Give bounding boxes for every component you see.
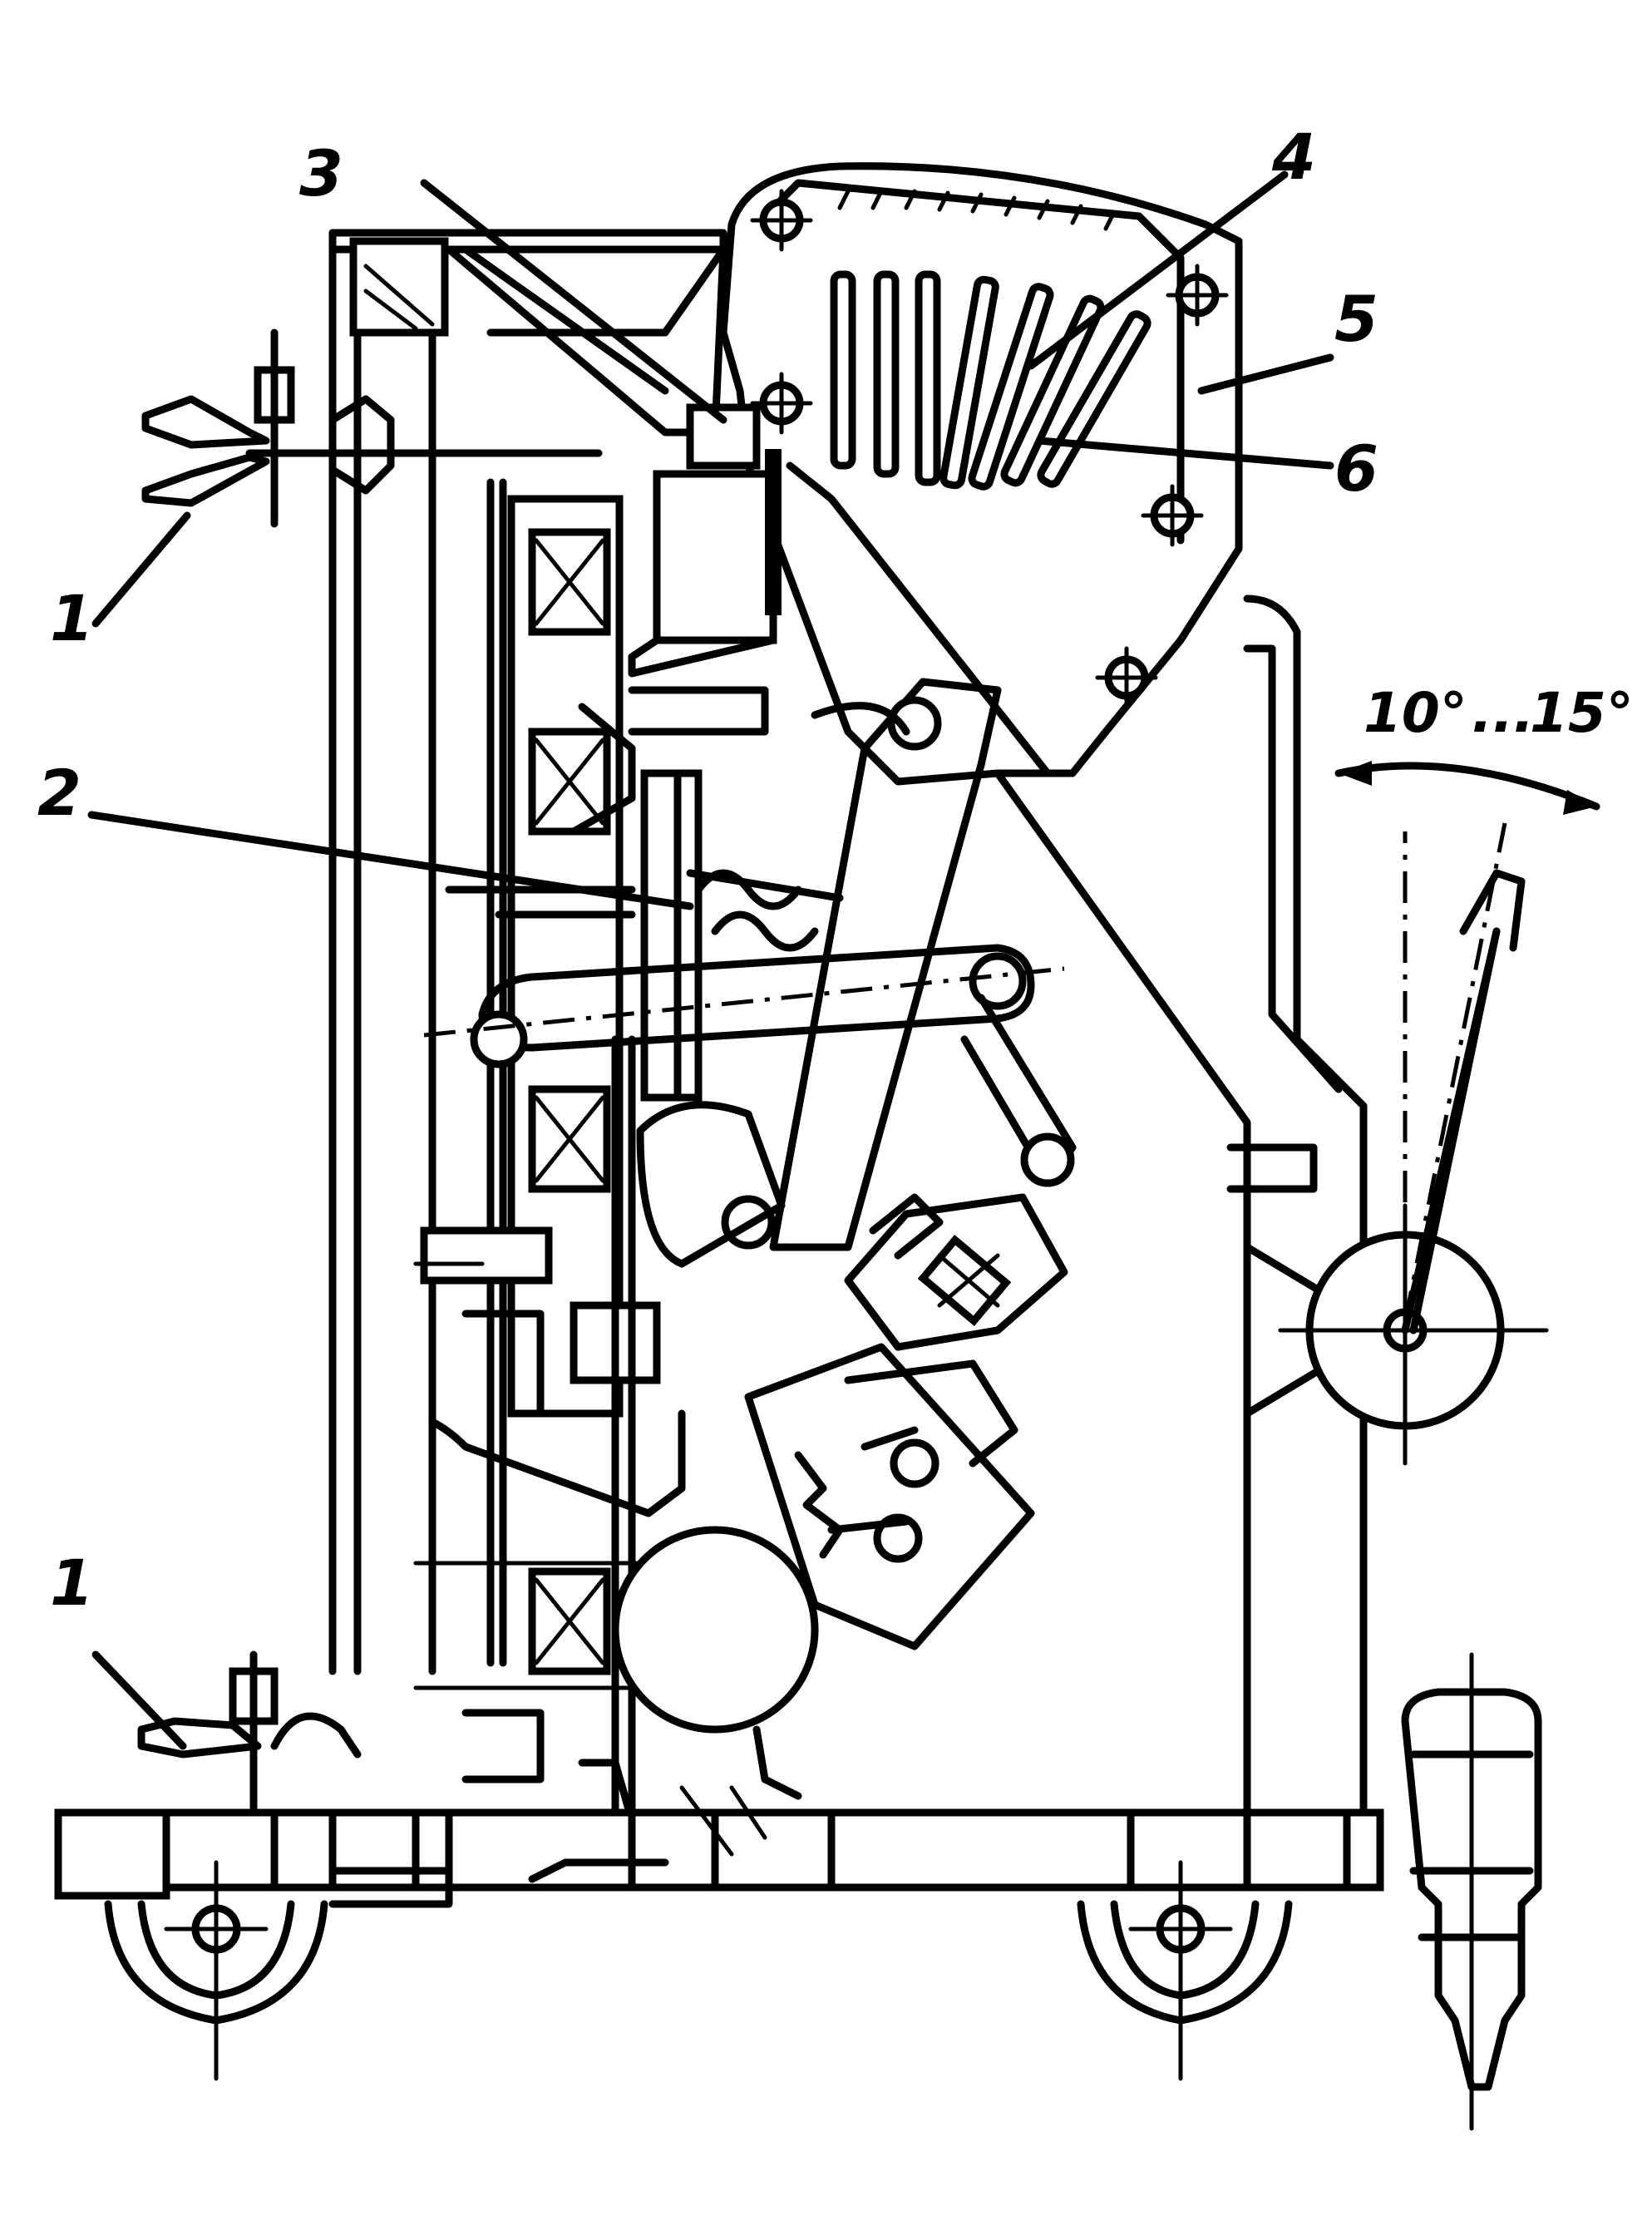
base-trolley [54,1785,1384,2081]
leader-lines [87,170,1334,1750]
label-5: 5 [1334,282,1378,356]
leader-5 [1197,353,1334,395]
arc-chute [719,162,1243,786]
leader-3 [420,179,727,424]
angle-label-sep: ... [1472,681,1534,745]
left-wheel [104,1860,328,2081]
lower-terminal [137,1650,362,1833]
leader-1-top [91,511,191,628]
label-1-bottom: 1 [50,1546,94,1620]
leader-1-bottom [91,1650,187,1750]
angle-label-max: 15° [1530,681,1634,745]
upper-terminal [141,328,603,528]
handle-linkage [994,594,1600,1833]
arc-plates [830,270,1151,491]
trip-unit [744,1193,1068,1650]
arc-chute-hatching [837,189,1117,231]
arc-chute-bolts [750,189,1229,709]
right-wheel [1077,1860,1293,2081]
leader-6 [1035,437,1334,470]
label-6: 6 [1334,432,1378,506]
lever-mechanism [423,678,1077,1268]
leader-2 [87,811,694,910]
label-2: 2 [37,756,81,830]
locking-pin [1401,1652,1542,2131]
damper-cylinder [461,1526,819,1825]
angle-label-min: 10° [1364,681,1467,745]
label-1-top: 1 [50,581,94,655]
leader-4 [1027,170,1289,370]
label-3: 3 [299,136,343,210]
label-4: 4 [1271,120,1316,194]
fixed-contact [628,403,1052,777]
